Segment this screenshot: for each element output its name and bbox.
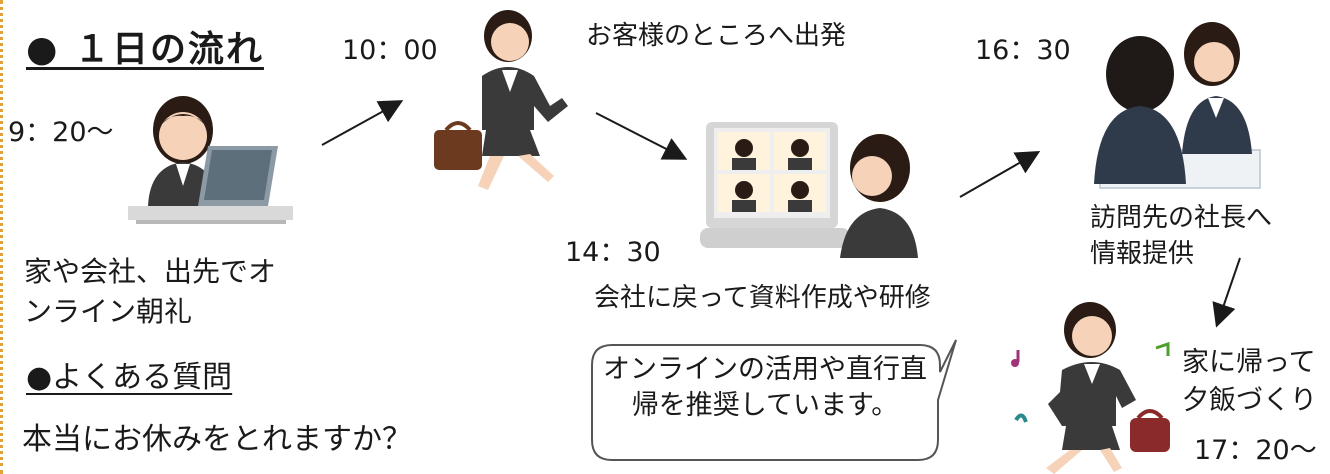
step-time-2: 10：00 xyxy=(342,35,438,66)
consultation-illustration xyxy=(1094,22,1261,189)
faq-question: 本当にお休みをとれますか？ xyxy=(22,422,412,457)
decorative-left-border xyxy=(0,0,3,474)
arrow-2 xyxy=(595,112,688,160)
speech-bubble-text: オンラインの活用や直行直帰を推奨しています。 xyxy=(603,354,927,421)
faq-heading: ●よくある質問 xyxy=(26,360,233,395)
step-caption-2: お客様のところへ出発 xyxy=(586,21,847,51)
arrow-4 xyxy=(1212,257,1241,328)
step-caption-1: 家や会社、出先でオンライン朝礼 xyxy=(24,255,277,328)
arrow-3 xyxy=(959,151,1041,198)
step-caption-3: 会社に戻って資料作成や研修 xyxy=(594,283,931,313)
woman-at-laptop-illustration xyxy=(128,96,293,224)
step-time-1: 9：20〜 xyxy=(8,117,114,148)
step-time-4: 16：30 xyxy=(975,35,1071,66)
happy-woman-going-home-illustration xyxy=(1011,302,1170,474)
page-title: ● １日の流れ xyxy=(26,29,264,70)
walking-businesswoman-illustration xyxy=(434,10,568,190)
step-time-5: 17：20〜 xyxy=(1194,435,1317,466)
arrow-1 xyxy=(321,100,404,146)
step-caption-4: 訪問先の社長へ情報提供 xyxy=(1090,203,1273,269)
online-meeting-illustration xyxy=(700,122,918,258)
step-time-3: 14：30 xyxy=(565,237,661,268)
step-caption-5: 家に帰って夕飯づくり xyxy=(1182,347,1317,416)
